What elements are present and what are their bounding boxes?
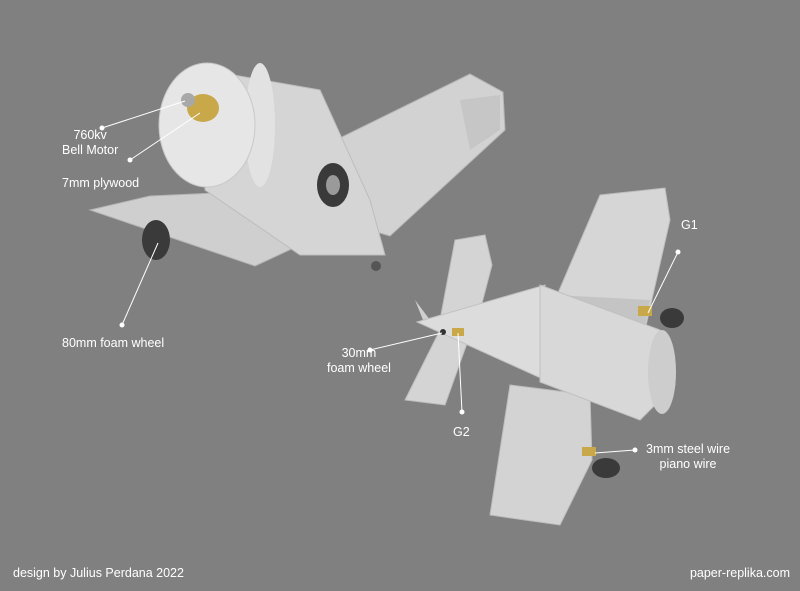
tail-wheel-30 [440, 329, 446, 335]
label-80mm-wheel: 80mm foam wheel [62, 336, 165, 350]
wheel-g1 [660, 308, 684, 328]
lower-wing [489, 384, 593, 526]
bracket-g2 [452, 328, 464, 336]
airplane-front-view [88, 62, 506, 271]
airplane-bottom-view [404, 187, 684, 526]
bracket-wire [582, 447, 596, 456]
label-plywood: 7mm plywood [62, 176, 140, 190]
cowling-front [158, 62, 256, 188]
label-g2: G2 [453, 425, 470, 439]
tail-wheel [371, 261, 381, 271]
website-credit: paper-replika.com [689, 566, 790, 580]
cowling-ring [245, 63, 275, 187]
tail-fin-small [415, 300, 430, 325]
wheel-left [142, 220, 170, 260]
bracket-g1 [638, 306, 652, 316]
motor [181, 93, 195, 107]
designer-credit: design by Julius Perdana 2022 [13, 566, 184, 580]
leader-lines [99, 100, 681, 454]
wheel-bottom [592, 458, 620, 478]
wing-flap [460, 95, 500, 150]
plywood-mount [187, 94, 219, 122]
label-g1: G1 [681, 218, 698, 232]
